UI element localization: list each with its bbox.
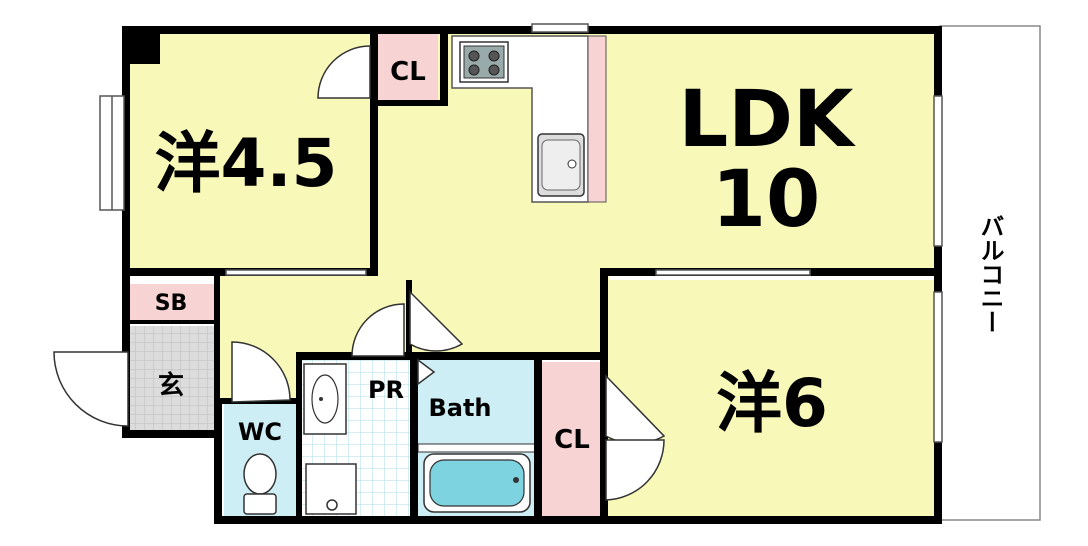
label-western-small: 洋4.5	[155, 125, 338, 202]
washbasin-icon	[303, 363, 347, 435]
kitchen-sink-icon	[537, 133, 585, 197]
stove-icon	[459, 41, 509, 83]
bathtub-icon	[423, 453, 531, 513]
label-ldk-line2: 10	[712, 155, 821, 245]
closet-top	[376, 34, 438, 104]
label-closet-top: CL	[390, 57, 426, 87]
bath-divider	[417, 443, 537, 453]
label-closet-bottom: CL	[554, 425, 590, 455]
balcony	[939, 25, 1041, 521]
kitchen-backsplash	[587, 35, 607, 203]
toilet-icon	[243, 453, 277, 515]
shoe-box	[128, 284, 214, 322]
label-shoe-box: SB	[155, 291, 188, 316]
door-swings	[53, 45, 666, 501]
label-powder-room: PR	[368, 376, 404, 404]
room-western-large	[608, 280, 940, 520]
closet-bottom	[540, 362, 604, 518]
label-balcony: バルコニー	[976, 214, 1004, 334]
label-entrance: 玄	[158, 370, 184, 401]
label-toilet: WC	[238, 418, 282, 446]
washing-machine-pan-icon	[305, 463, 357, 515]
windows	[99, 23, 943, 443]
label-ldk-line1: LDK	[679, 75, 856, 165]
label-bath: Bath	[428, 394, 491, 422]
label-western-large: 洋6	[716, 365, 828, 442]
entrance-floor	[128, 326, 216, 436]
